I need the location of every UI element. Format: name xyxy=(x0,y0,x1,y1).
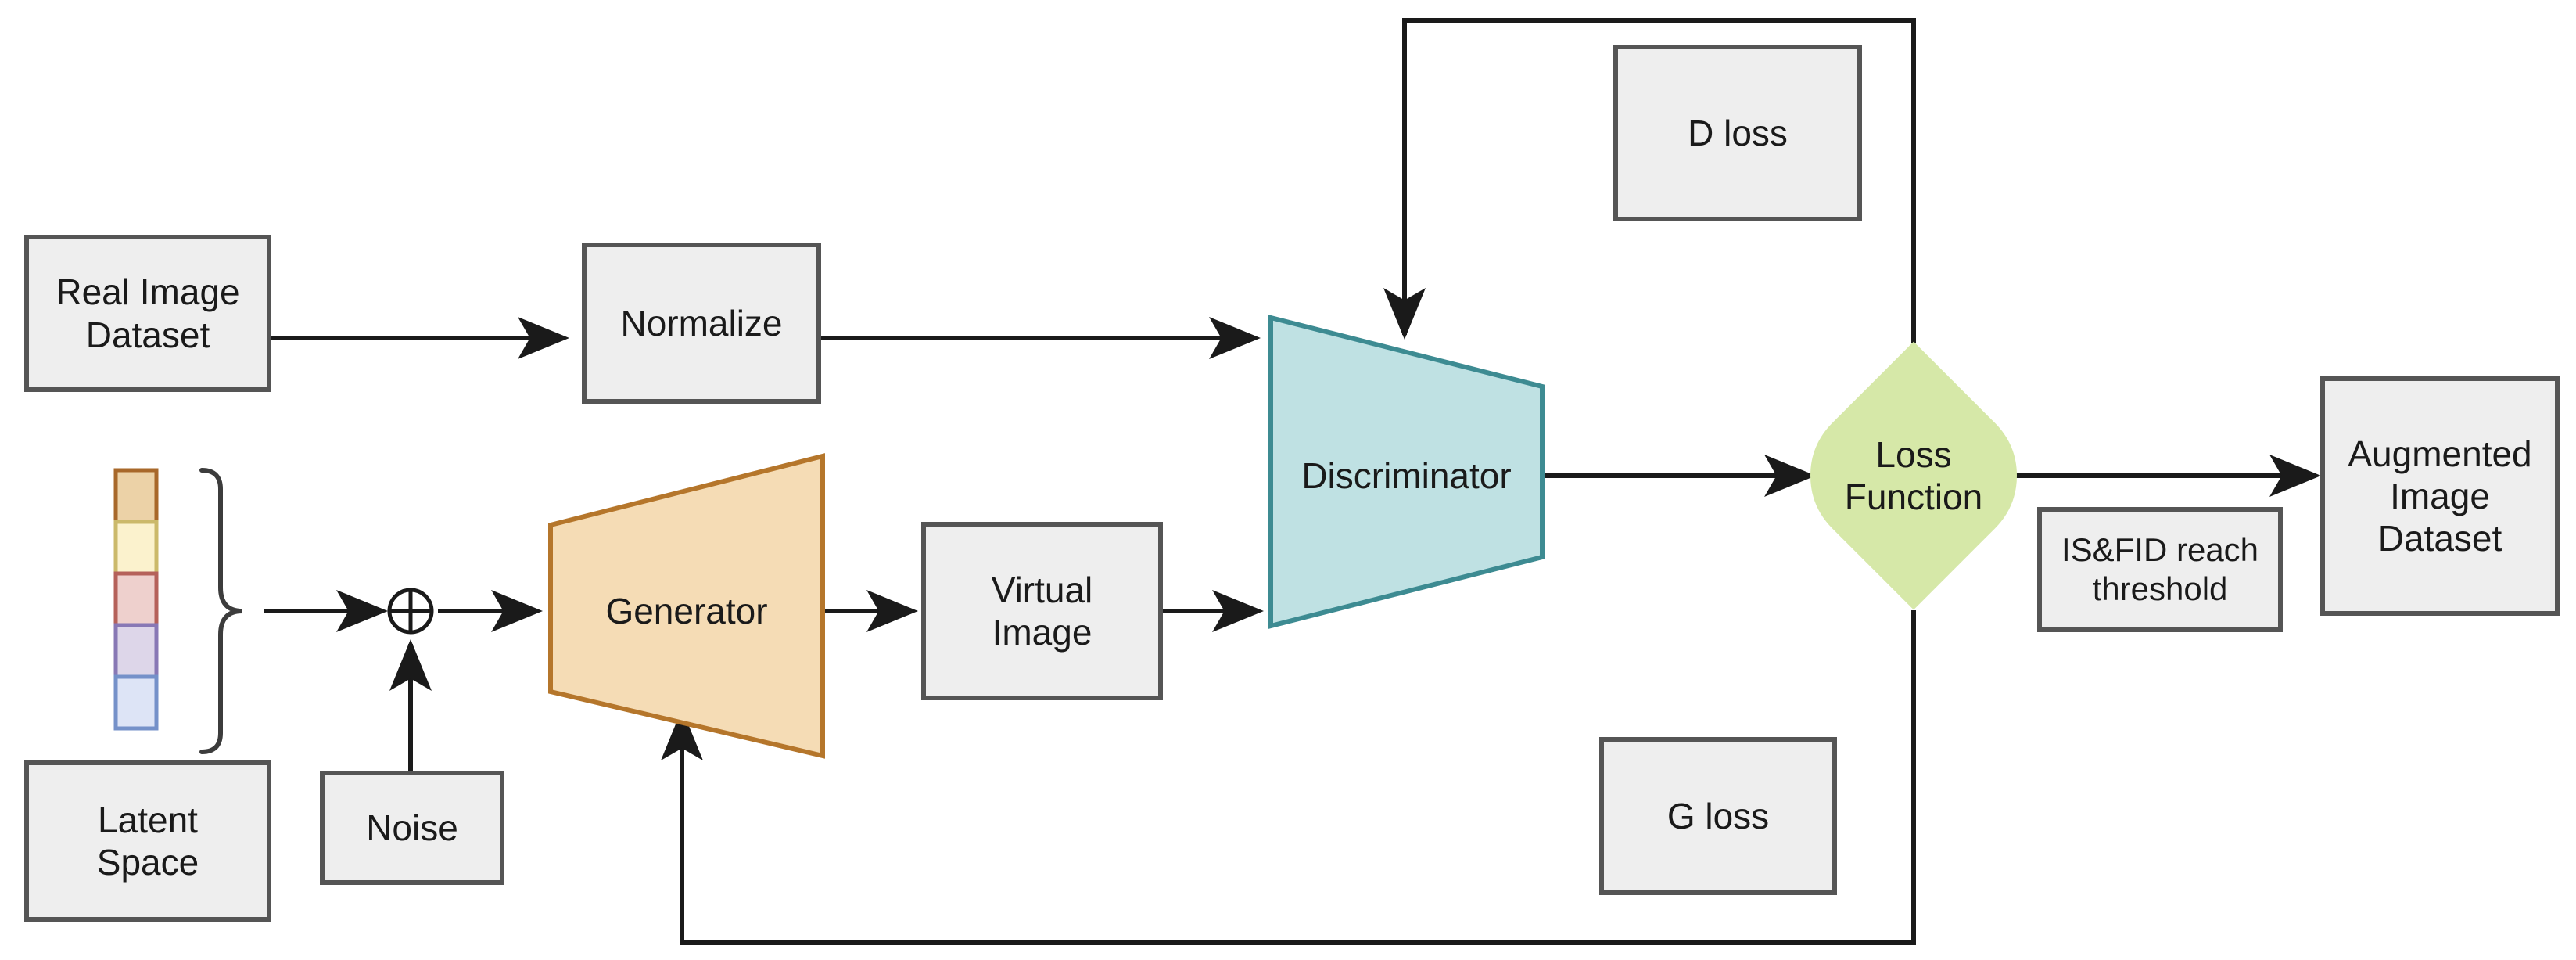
node-d-loss[interactable] xyxy=(1613,45,1862,221)
node-g-loss[interactable] xyxy=(1599,737,1837,895)
node-virtual-image[interactable] xyxy=(921,522,1163,700)
node-augmented-image-dataset[interactable] xyxy=(2320,376,2560,616)
edge-loss-to-generator-bottom xyxy=(661,610,1916,945)
latent-cell-1 xyxy=(113,468,159,524)
node-discriminator[interactable] xyxy=(1268,315,1545,629)
node-normalize[interactable] xyxy=(582,243,821,404)
latent-cell-2 xyxy=(113,520,159,576)
curly-brace-icon xyxy=(199,468,243,754)
node-latent-space[interactable] xyxy=(24,760,271,922)
sum-operator-icon xyxy=(387,588,434,635)
edge-loss-to-discriminator-top xyxy=(1383,18,1916,343)
node-noise[interactable] xyxy=(320,771,504,885)
node-loss-function[interactable] xyxy=(1810,341,2018,610)
latent-cell-4 xyxy=(113,623,159,679)
latent-cell-3 xyxy=(113,571,159,627)
node-is-fid-threshold[interactable] xyxy=(2037,507,2283,632)
node-real-image-dataset[interactable] xyxy=(24,235,271,392)
latent-vector xyxy=(113,468,159,731)
node-generator[interactable] xyxy=(548,453,825,759)
latent-cell-5 xyxy=(113,674,159,731)
